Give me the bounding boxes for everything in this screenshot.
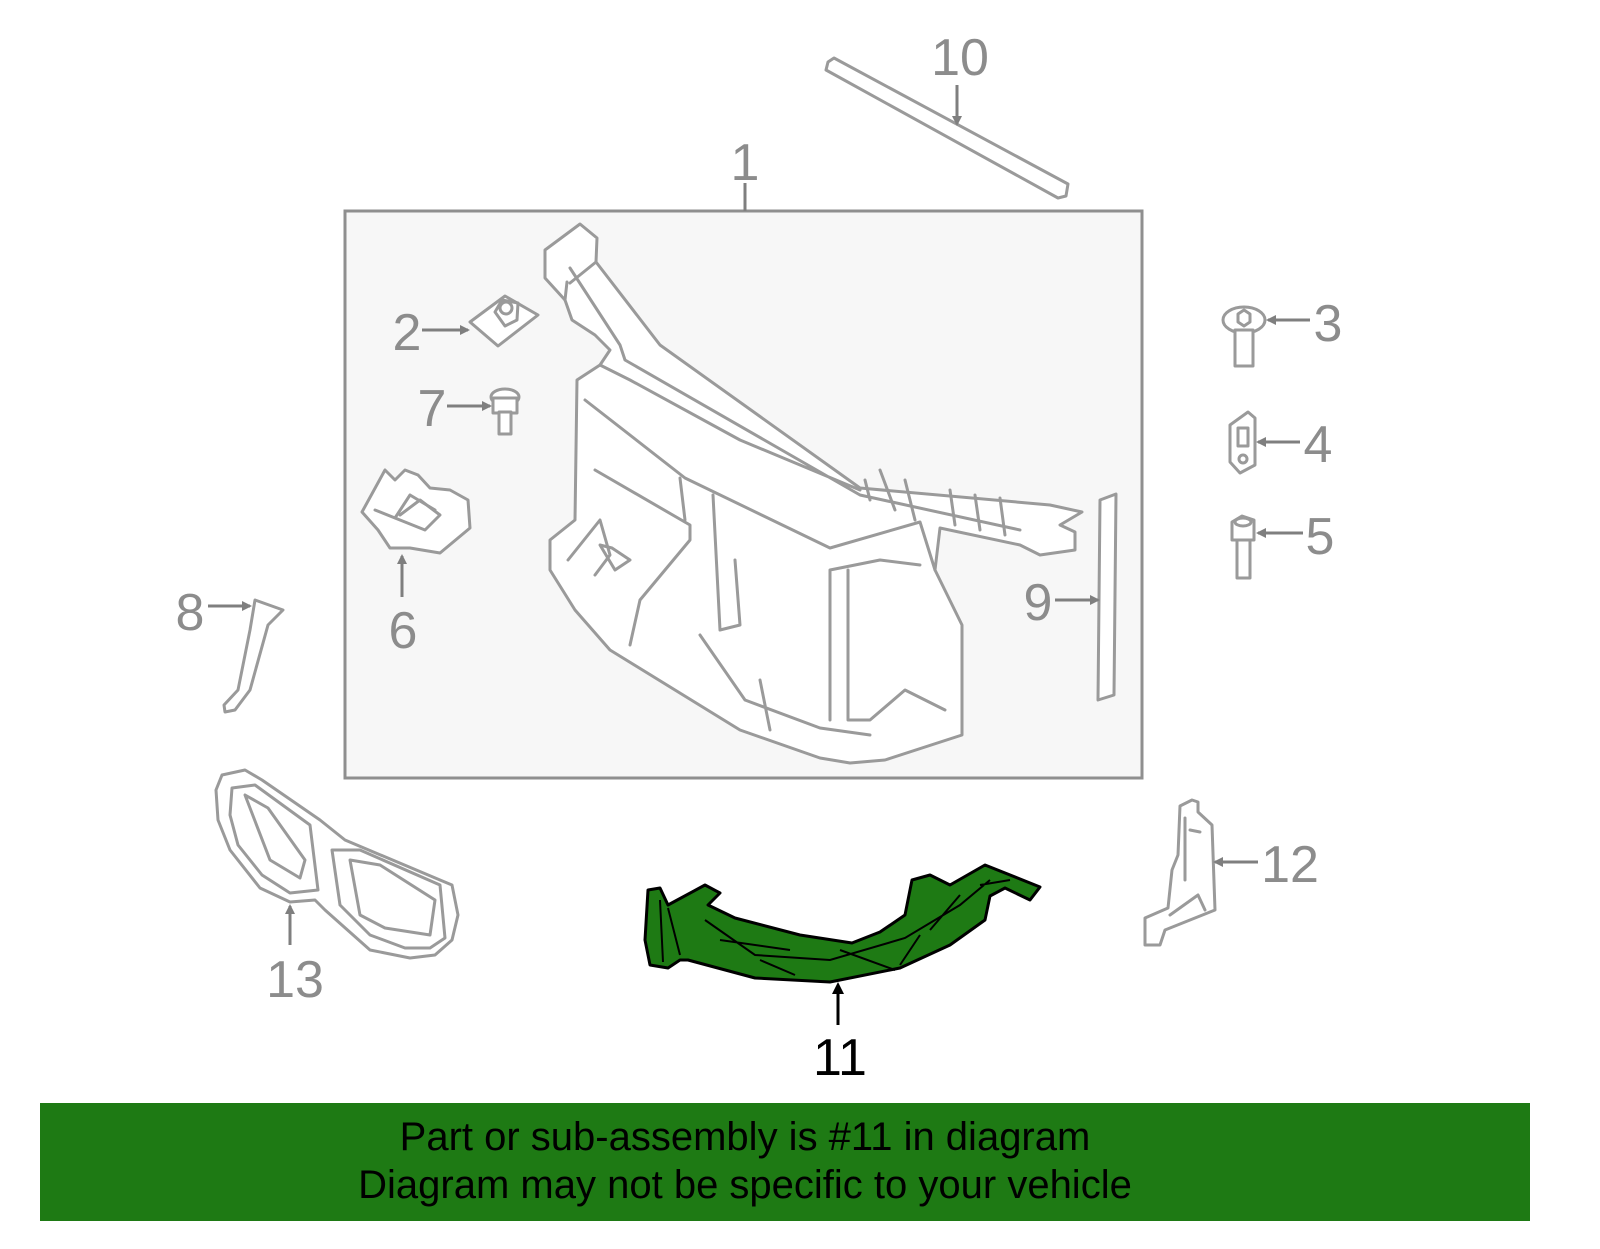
- bolt-part-5: [1230, 514, 1303, 580]
- seal-strip-part-10: [824, 56, 1070, 200]
- reinforcement-part-11[interactable]: [643, 863, 1042, 1025]
- clip-part-4: [1228, 410, 1300, 475]
- bracket-part-6: [360, 468, 472, 597]
- callout-11: 11: [813, 1029, 867, 1087]
- callout-8: 8: [176, 584, 205, 642]
- callout-2: 2: [393, 304, 422, 362]
- grille-frame-part-13: [214, 768, 460, 960]
- info-banner: Part or sub-assembly is #11 in diagram D…: [40, 1103, 1530, 1221]
- callout-6: 6: [389, 602, 418, 660]
- callout-10: 10: [931, 29, 989, 87]
- bolt-part-7: [447, 387, 521, 436]
- rod-part-8: [208, 598, 285, 714]
- banner-line-2: Diagram may not be specific to your vehi…: [358, 1163, 1132, 1207]
- radiator-support-part: [543, 222, 1084, 765]
- callout-12: 12: [1261, 836, 1319, 894]
- callout-13: 13: [266, 951, 324, 1009]
- callout-4: 4: [1304, 416, 1333, 474]
- banner-line-1: Part or sub-assembly is #11 in diagram: [399, 1115, 1091, 1159]
- nut-part-2: [422, 294, 540, 348]
- callout-5: 5: [1306, 508, 1335, 566]
- bracket-part-12: [1143, 798, 1258, 947]
- callout-3: 3: [1314, 295, 1343, 353]
- callout-1: 1: [731, 134, 760, 192]
- bolt-part-3: [1221, 305, 1310, 368]
- parts-diagram: 1 2 3 4 5 6 7 8 9 10 11 12 13: [176, 29, 1343, 1087]
- callout-9: 9: [1024, 574, 1053, 632]
- seal-strip-part-9: [1055, 492, 1118, 702]
- callout-7: 7: [418, 380, 447, 438]
